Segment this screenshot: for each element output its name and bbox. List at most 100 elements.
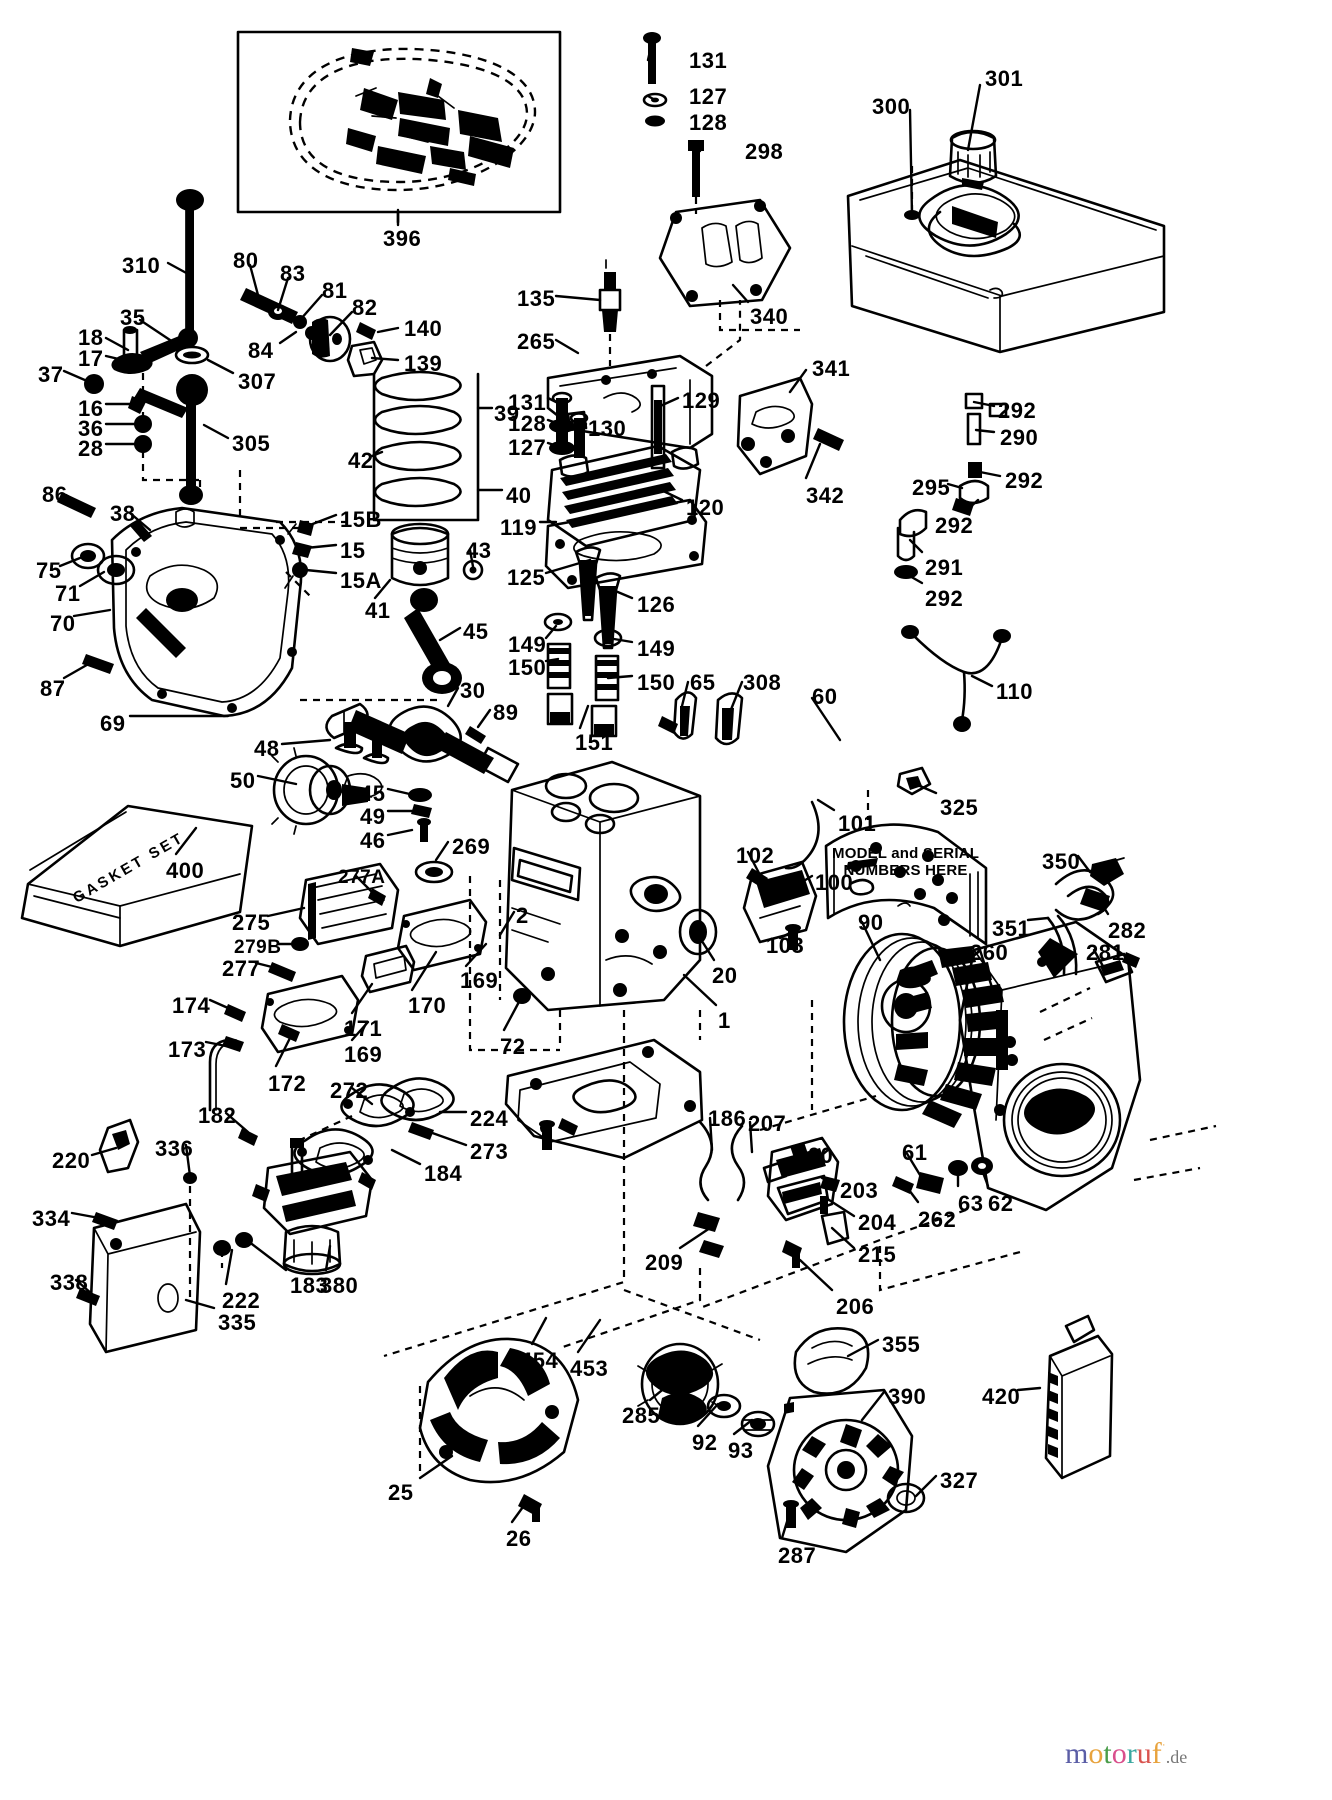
part-42-piston-rings [372,370,480,522]
leader-line-400 [174,826,198,856]
part-46-bolt [417,818,431,842]
callout-label-300: 300 [872,94,911,119]
part-454-bolt [539,1120,555,1150]
leader-line-380 [324,1244,332,1272]
part-45-washer2 [408,788,432,802]
part-80-link [240,288,298,324]
leader-line-100 [790,874,814,890]
leader-line-182 [224,1111,250,1134]
leader-line-301 [966,83,982,152]
leader-line-265 [554,338,580,355]
callout-label-119: 119 [500,515,537,540]
leader-line-350 [1076,854,1092,874]
part-325-clip [896,766,932,796]
callout-label-84: 84 [248,338,274,363]
callout-label-2: 2 [516,903,529,928]
leader-line-204 [824,1196,856,1218]
part-61-bracket [916,1172,944,1194]
leader-line-200 [814,1148,830,1162]
callout-label-15B: 15B [340,507,382,532]
callout-label-72: 72 [500,1034,526,1059]
part-101-wire [784,800,820,870]
leader-line-277 [254,961,278,970]
part-49-pin [411,804,432,818]
part-82-pulley [308,315,352,363]
leader-line-130 [576,422,588,434]
part-310-dipstick [176,189,204,340]
callout-label-335: 335 [218,1310,257,1335]
part-342-bolt [813,428,844,451]
leader-line-20 [698,936,716,962]
part-292-fittings [894,392,1008,579]
callout-label-380: 380 [320,1273,359,1298]
callout-label-338: 338 [50,1270,89,1295]
callout-label-277A: 277A [338,867,386,888]
callout-label-224: 224 [470,1106,509,1131]
callout-label-151: 151 [575,730,614,755]
callout-label-183: 183 [290,1273,329,1298]
leader-line-71 [78,570,106,588]
leader-line-46 [386,828,414,837]
part-355-handle [793,1327,870,1395]
leader-line-15 [304,543,338,550]
callout-label-87: 87 [40,676,66,701]
part-151-cap [546,692,618,738]
callout-label-454: 454 [520,1348,559,1373]
leader-line-102 [746,850,762,877]
leader-line-37 [62,369,96,386]
callout-label-292c: 292 [935,513,974,538]
callout-label-169b: 169 [344,1042,383,1067]
leader-line-290 [974,428,996,434]
leader-line-128b [546,418,564,427]
part-207-wire [730,1124,746,1202]
part-87-bolt [82,654,114,674]
part-125-valve [574,546,602,622]
part-301-fuel-cap [948,129,998,190]
callout-label-310: 310 [122,253,161,278]
part-182-bolt [238,1128,258,1146]
part-86-pin [57,492,96,518]
leader-line-18 [104,336,130,352]
leader-line-338 [74,1278,94,1296]
leader-line-342 [804,442,822,480]
leader-line-127b [546,441,562,449]
leader-line-220 [90,1146,118,1157]
leader-line-300 [908,108,914,217]
part-186-wire [698,1120,714,1202]
leader-line-186 [708,1116,714,1152]
part-17-body [111,353,153,374]
leader-line-292a [972,400,996,408]
callout-label-48: 48 [254,736,280,761]
callout-label-169a: 169 [460,968,499,993]
leader-line-125 [544,558,592,575]
leader-line-90 [860,920,882,962]
leader-line-60 [810,696,842,742]
leader-line-173 [204,1040,228,1048]
part-65-clip [658,691,698,740]
leader-line-45a [438,626,462,642]
callout-label-127a: 127 [689,84,728,109]
callout-label-295: 295 [912,475,951,500]
callout-label-15: 15 [340,538,366,563]
part-281-terminal [1094,952,1140,984]
part-172-bracket [278,1024,300,1042]
callout-label-307: 307 [238,369,277,394]
callout-label-269: 269 [452,834,491,859]
leader-line-341 [788,368,808,394]
part-150b-spring [594,654,620,702]
part-453-base-plate [504,1038,704,1160]
callout-label-308: 308 [743,670,782,695]
callout-label-25: 25 [388,1480,414,1505]
callout-label-287: 287 [778,1543,817,1568]
part-265-bracket [546,300,742,450]
part-308-bracket [714,692,744,746]
leader-line-174 [208,998,230,1010]
callout-label-82: 82 [352,295,378,320]
leader-line-291 [908,538,924,554]
callout-label-45a: 45 [463,619,489,644]
leader-line-351 [1026,916,1050,922]
callout-label-71: 71 [55,581,81,606]
part-269-washer [414,860,454,884]
callout-label-38: 38 [110,501,136,526]
callout-label-128b: 128 [508,411,547,436]
